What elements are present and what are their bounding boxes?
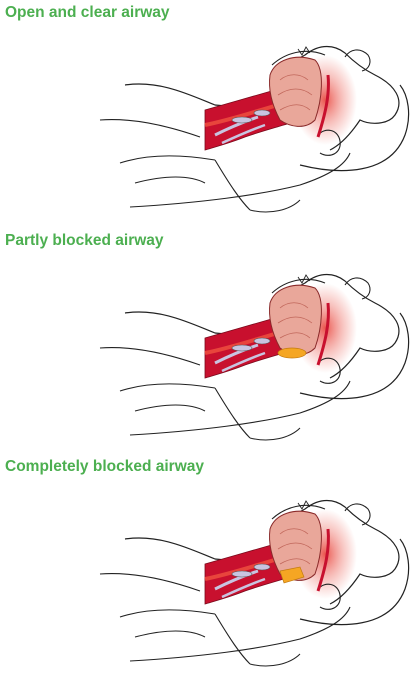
partly-blocked-airway-illustration (98, 272, 411, 442)
panel-title: Completely blocked airway (5, 458, 204, 475)
partial-obstruction-icon (277, 347, 307, 359)
airway-panel-open: Open and clear airway (0, 3, 418, 228)
panel-title: Partly blocked airway (5, 232, 164, 249)
airway-panel-completely-blocked: Completely blocked airway (0, 457, 418, 682)
airway-panel-partly-blocked: Partly blocked airway (0, 231, 418, 456)
completely-blocked-airway-illustration (98, 498, 411, 668)
full-obstruction-icon (279, 566, 305, 584)
panel-title: Open and clear airway (5, 4, 170, 21)
open-airway-illustration (98, 44, 411, 214)
